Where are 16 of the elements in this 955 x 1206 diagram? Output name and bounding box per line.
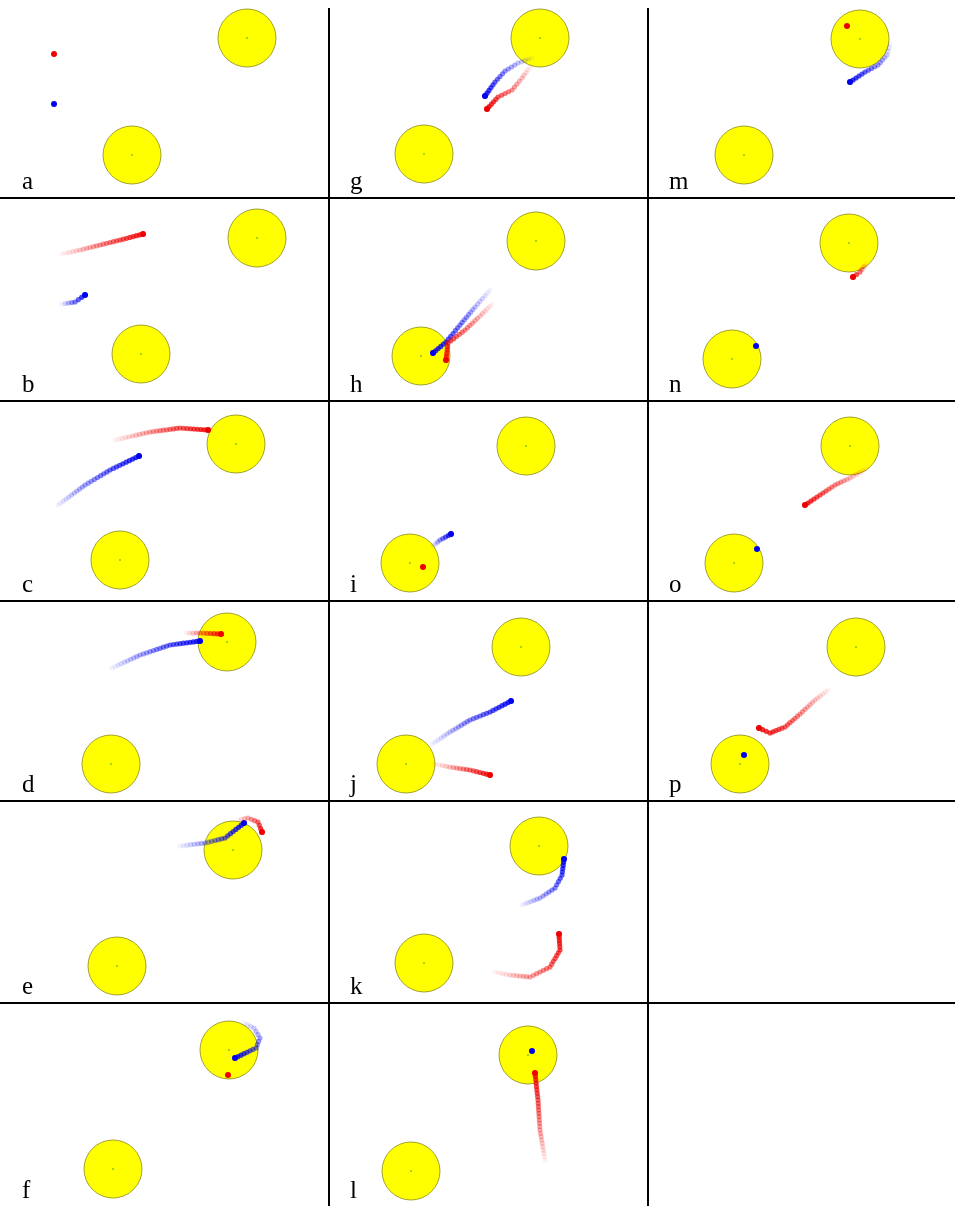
panel-letter: a [22,168,34,193]
panel-letter: d [22,771,35,796]
panel-letter: j [350,771,357,796]
panel-letter: f [22,1177,31,1202]
panel-letter: b [22,371,35,396]
panel-letter: k [350,973,363,998]
panel-letter: g [350,168,363,193]
panel-letter: l [350,1177,357,1202]
panel-letter: h [350,371,363,396]
panel-letter: e [22,973,34,998]
panel-letter: p [669,771,682,796]
panel-letter: i [350,571,357,596]
panel-letter: o [669,571,682,596]
panel-letter: c [22,571,34,596]
panel-letter: m [669,168,689,193]
panel-letter: n [669,371,682,396]
